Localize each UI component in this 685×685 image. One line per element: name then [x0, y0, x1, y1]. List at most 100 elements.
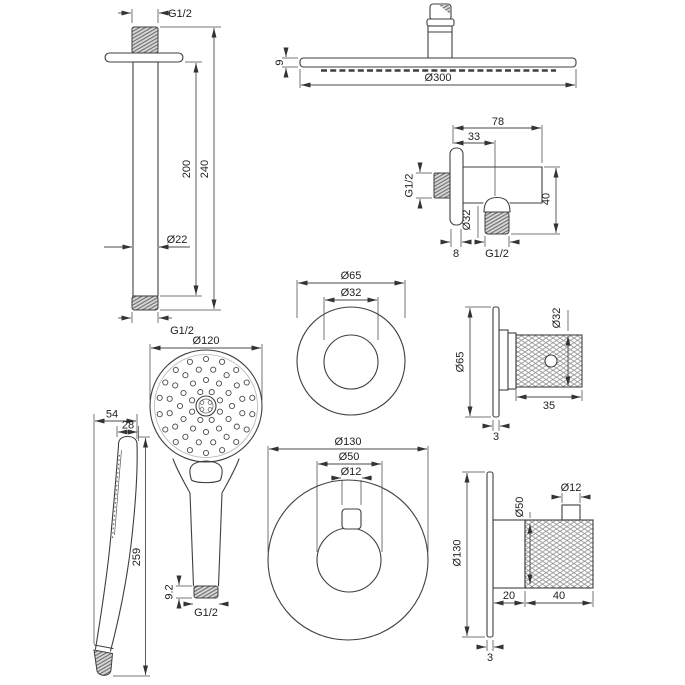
- dim-label-outlet-inlet-thread: G1/2: [404, 174, 416, 198]
- dim-label-hss-thickness: 28: [122, 420, 134, 432]
- nozzle: [162, 426, 169, 433]
- rain-head-view: 9 Ø300: [274, 3, 577, 88]
- hand-shower-side-outline-right: [109, 435, 138, 652]
- ball-joint-hatch: [439, 5, 450, 14]
- dim-label-outlet-8: 8: [453, 248, 459, 260]
- nozzle: [172, 423, 179, 430]
- dim-label-vsf-inner: Ø32: [341, 287, 362, 299]
- nozzle: [202, 355, 210, 363]
- dim-label-rain-dia: Ø300: [425, 72, 452, 84]
- nozzle: [216, 408, 223, 415]
- nozzle: [156, 394, 163, 401]
- ball-joint-collar: [426, 18, 455, 27]
- nozzle: [233, 366, 240, 374]
- nozzle: [219, 358, 226, 365]
- dim-label-vls-thickness: 3: [487, 652, 493, 664]
- nozzle: [180, 389, 187, 397]
- dim-label-outlet-33: 33: [468, 131, 480, 143]
- nozzle: [215, 425, 223, 432]
- wall-outlet-view: 78 33 G1/2 Ø32 8 G1/2 40: [404, 116, 560, 260]
- dim-label-vss-knob: Ø32: [551, 308, 563, 329]
- dim-label-hss-length: 259: [131, 548, 143, 566]
- nozzle: [223, 433, 230, 440]
- nozzle: [182, 372, 189, 379]
- nozzle: [243, 426, 250, 433]
- nozzle: [233, 382, 240, 389]
- nozzle: [249, 394, 256, 401]
- nozzle: [239, 410, 246, 417]
- nozzle: [233, 438, 240, 446]
- nozzle: [228, 402, 236, 410]
- nozzle: [189, 397, 196, 404]
- rain-head-plate: [299, 57, 577, 68]
- hand-shower-mode-button: [189, 460, 223, 484]
- nozzle: [239, 395, 246, 402]
- nozzle: [202, 428, 210, 436]
- valve-large-wall-plate: [486, 471, 494, 638]
- nozzle: [182, 433, 189, 440]
- nozzle: [189, 408, 196, 415]
- valve-small-collar: [507, 332, 517, 390]
- arm-bottom-thread: [131, 295, 159, 311]
- dim-label-vsf-outer: Ø65: [341, 270, 362, 282]
- dim-label-arm-thread-bottom: G1/2: [170, 325, 194, 337]
- dim-label-outlet-40: 40: [541, 193, 553, 205]
- hand-shower-face-rim: [154, 354, 258, 458]
- valve-small-knob-button: [544, 354, 558, 368]
- nozzle: [166, 410, 173, 417]
- dim-label-hsf-thread-len: 9.2: [164, 584, 176, 599]
- nozzle: [189, 380, 197, 387]
- dim-label-vss-plate: Ø65: [455, 352, 467, 373]
- nozzle: [166, 395, 173, 402]
- nozzle: [216, 397, 223, 404]
- dim-label-arm-thread-top: G1/2: [168, 8, 192, 20]
- nozzle: [208, 416, 215, 423]
- nozzle: [172, 366, 179, 374]
- dim-label-vls-20: 20: [503, 590, 515, 602]
- valve-large-knob: [316, 527, 382, 593]
- dim-label-vss-depth: 35: [543, 400, 555, 412]
- nozzle: [210, 366, 217, 373]
- dim-label-outlet-78: 78: [492, 116, 504, 128]
- nozzle: [180, 415, 187, 423]
- dim-label-arm-240: 240: [199, 160, 211, 178]
- hand-shower-thread: [193, 585, 219, 599]
- dim-label-hss-width: 54: [106, 409, 118, 421]
- ball-joint-body: [427, 25, 453, 59]
- nozzle: [225, 389, 232, 397]
- dim-label-outlet-dia32: Ø32: [461, 210, 473, 231]
- hand-shower-handle: [189, 492, 223, 587]
- dim-label-vlf-mid: Ø50: [339, 451, 360, 463]
- hand-shower-side-seam: [114, 449, 122, 536]
- hand-shower-side-thread: [93, 649, 114, 676]
- outlet-flange: [449, 147, 464, 226]
- nozzle: [197, 416, 204, 423]
- dim-label-hsf-dia: Ø120: [193, 335, 220, 347]
- hand-shower-neck: [172, 458, 240, 494]
- valve-small-knob: [323, 334, 379, 390]
- dim-label-vss-thickness: 3: [493, 431, 499, 443]
- nozzle: [233, 423, 240, 430]
- valve-large-front-view: Ø130 Ø50 Ø12: [267, 436, 429, 641]
- valve-large-side-view: Ø130 Ø12 Ø50 20 40 3: [452, 471, 594, 664]
- dim-label-outlet-thread-bottom: G1/2: [485, 248, 509, 260]
- nozzle: [225, 415, 232, 423]
- valve-large-body: [492, 519, 526, 589]
- valve-small-back-body: [498, 329, 509, 391]
- dim-label-rain-thickness: 9: [274, 59, 286, 65]
- nozzle: [202, 449, 210, 457]
- nozzle: [219, 447, 226, 454]
- hand-shower-center-button-inner: [198, 398, 214, 414]
- hand-shower-nozzles: [156, 355, 256, 457]
- nozzle: [195, 366, 202, 373]
- nozzle: [243, 379, 250, 386]
- nozzle: [202, 376, 210, 384]
- dim-label-arm-dia: Ø22: [167, 234, 188, 246]
- nozzle: [195, 439, 202, 446]
- hand-shower-front-view: Ø120 9.2 G1/2: [149, 335, 263, 619]
- nozzle: [172, 438, 179, 446]
- dim-label-vls-40: 40: [553, 590, 565, 602]
- valve-small-front-view: Ø65 Ø32: [296, 270, 406, 416]
